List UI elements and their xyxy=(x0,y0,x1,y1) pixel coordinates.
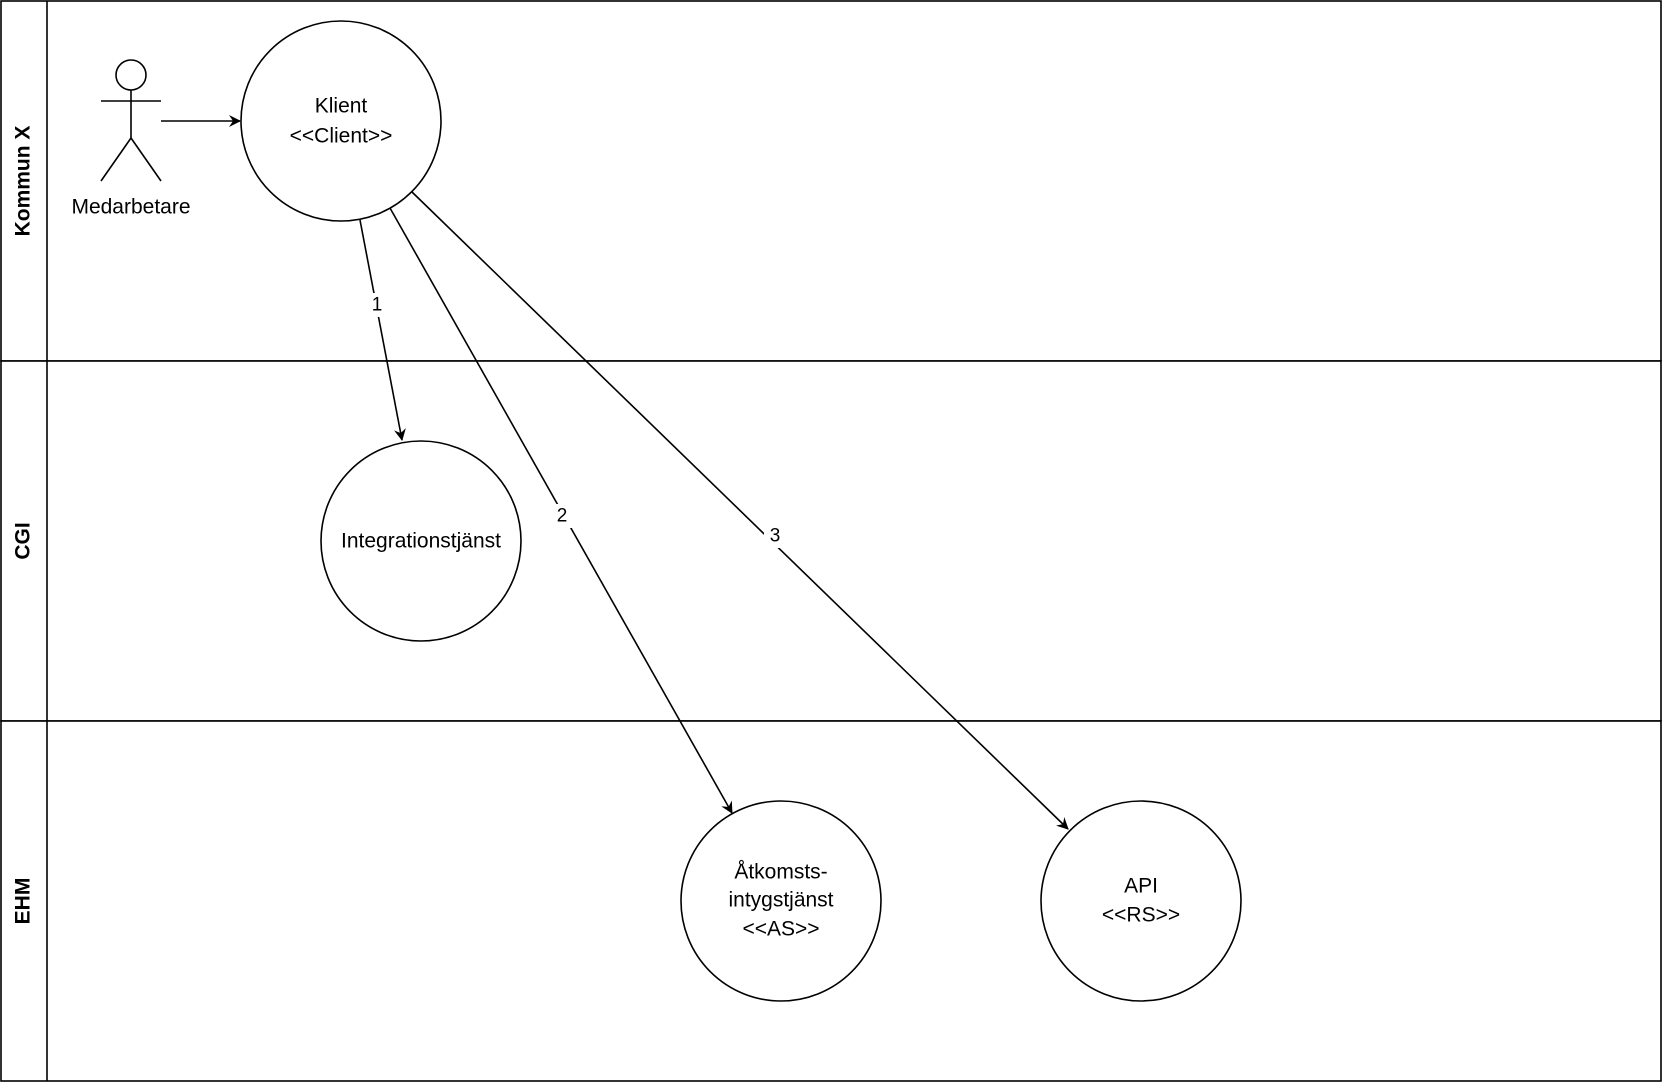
node-atkomstsintygstjanst-stereotype: <<AS>> xyxy=(742,918,819,941)
node-integrationstjanst[interactable]: Integrationstjänst xyxy=(320,440,522,642)
node-atkomstsintygstjanst-circle xyxy=(680,800,882,1002)
lane-cgi[interactable]: CGI xyxy=(0,360,1662,722)
lane-ehm-title: EHM xyxy=(12,878,35,925)
node-klient[interactable]: Klient <<Client>> xyxy=(240,20,442,222)
node-atkomstsintygstjanst-name-line1: Åtkomsts- xyxy=(734,861,827,884)
node-api[interactable]: API <<RS>> xyxy=(1040,800,1242,1002)
lane-kommun-x[interactable]: Kommun X xyxy=(0,0,1662,362)
lane-kommun-x-frame xyxy=(0,0,1662,362)
edge-1[interactable]: 1 xyxy=(359,219,406,441)
edge-1-line xyxy=(359,219,406,441)
edge-2[interactable]: 2 xyxy=(389,207,733,814)
actor-label: Medarbetare xyxy=(71,196,190,219)
node-atkomstsintygstjanst[interactable]: Åtkomsts- intygstjänst <<AS>> xyxy=(680,800,882,1002)
lane-cgi-title: CGI xyxy=(12,522,35,559)
edge-3[interactable]: 3 xyxy=(411,191,1069,830)
node-integrationstjanst-circle xyxy=(320,440,522,642)
edge-1-label: 1 xyxy=(372,295,383,316)
lane-kommun-x-title: Kommun X xyxy=(12,126,35,237)
edge-2-label: 2 xyxy=(557,506,568,527)
node-api-name: API xyxy=(1124,875,1158,898)
node-klient-stereotype: <<Client>> xyxy=(290,125,393,148)
node-api-stereotype: <<RS>> xyxy=(1102,904,1180,927)
edge-3-label-bg xyxy=(764,524,786,548)
node-atkomstsintygstjanst-name-line2: intygstjänst xyxy=(728,889,833,912)
node-klient-circle xyxy=(240,20,442,222)
edge-1-label-bg xyxy=(366,293,388,317)
node-api-circle xyxy=(1040,800,1242,1002)
edge-3-line xyxy=(411,191,1069,830)
lane-cgi-frame xyxy=(0,360,1662,722)
edge-2-label-bg xyxy=(551,504,573,528)
stick-figure-icon xyxy=(100,59,162,182)
actor-medarbetare[interactable]: Medarbetare xyxy=(71,59,191,219)
edge-3-label: 3 xyxy=(770,526,781,547)
node-klient-name: Klient xyxy=(315,95,368,118)
node-integrationstjanst-name: Integrationstjänst xyxy=(341,530,501,553)
